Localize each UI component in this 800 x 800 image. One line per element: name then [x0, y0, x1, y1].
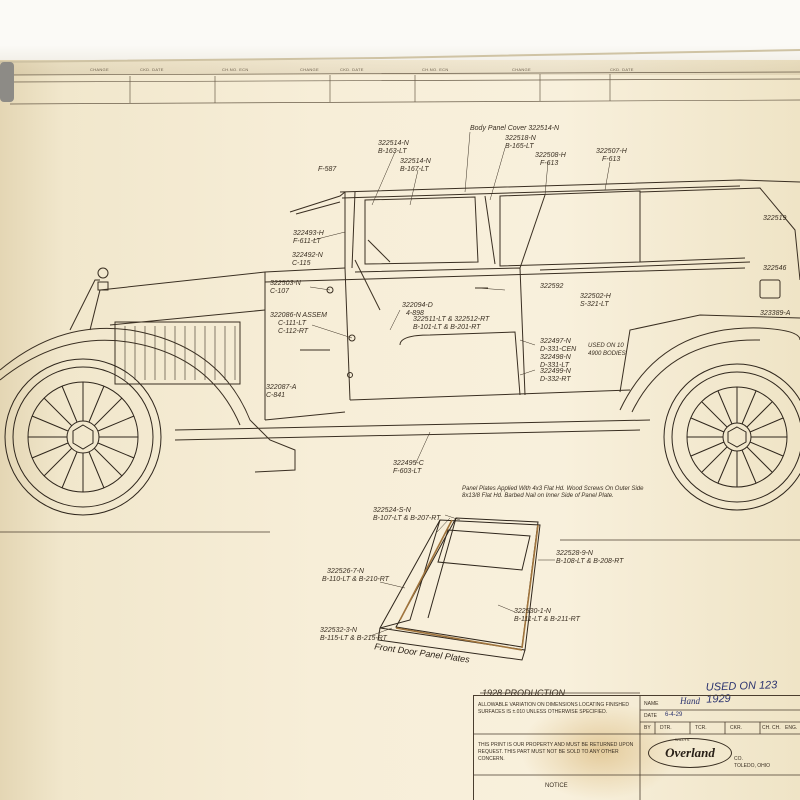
leader-lines — [309, 131, 611, 533]
label-17: 322087-A — [266, 384, 297, 391]
label-12: 322592 — [540, 283, 564, 290]
label-20b: B-108-LT & B-208-RT — [556, 558, 624, 565]
tb-dtr: DTR. — [660, 725, 672, 731]
label-used-on: USED ON 10 4900 BODIES — [588, 343, 626, 357]
header-chno-2: CH.NO. ECN — [422, 67, 449, 72]
label-10b: 4-898 — [406, 310, 424, 317]
tb-notice: NOTICE — [545, 783, 568, 789]
tb-chch: CH. CH. — [762, 725, 781, 731]
label-8: 322503-N — [270, 280, 301, 287]
label-1b: B-163-LT — [378, 148, 407, 155]
label-9b: C-111-LT — [278, 320, 307, 327]
label-body-panel: Body Panel Cover 322514-N — [470, 125, 560, 132]
label-8b: C-107 — [270, 288, 290, 295]
label-r3: 323389-A — [760, 310, 791, 317]
tb-co: CO. — [734, 756, 743, 762]
label-11: 322511-LT & 322512-RT — [413, 316, 490, 323]
label-19b: B-107-LT & B-207-RT — [373, 515, 441, 522]
door-panel-plate — [377, 517, 541, 661]
tb-variation: ALLOWABLE VARIATION ON DIMENSIONS LOCATI… — [478, 702, 629, 715]
tb-ckr: CKR. — [730, 725, 742, 731]
label-1: 322514-N — [378, 140, 409, 147]
header-change-3: CHANGE — [512, 67, 531, 72]
label-3b: B-165-LT — [505, 143, 534, 150]
label-16: 322499-N — [540, 368, 571, 375]
label-23: 322532-3-N — [320, 627, 357, 634]
label-22: 322530-1-N — [514, 608, 551, 615]
front-wheel — [4, 358, 162, 516]
label-22b: B-111-LT & B-211-RT — [514, 616, 580, 623]
label-2: 322514-N — [400, 158, 431, 165]
paper-weight — [0, 62, 14, 102]
label-9c: C-112-RT — [278, 328, 309, 335]
label-7: 322492-N — [292, 252, 323, 259]
label-6b: F-611-LT — [293, 238, 321, 245]
label-2b: B-167-LT — [400, 166, 429, 173]
tb-eng: ENG. — [785, 725, 798, 731]
label-panel-note: Panel Plates Applied With 4x3 Flat Hd. W… — [462, 486, 644, 499]
tb-city: TOLEDO, OHIO — [734, 763, 771, 769]
label-4b: F-613 — [540, 160, 559, 167]
label-6c: F-587 — [318, 166, 337, 173]
header-change-1: CHANGE — [90, 67, 109, 72]
label-13b: S-321-LT — [580, 301, 609, 308]
label-11b: B-101-LT & B-201-RT — [413, 324, 481, 331]
tb-name-label: NAME — [644, 701, 659, 707]
tb-property: THIS PRINT IS OUR PROPERTY AND MUST BE R… — [478, 742, 634, 762]
label-4: 322508-H — [535, 152, 566, 159]
header-change-2: CHANGE — [300, 67, 319, 72]
label-13: 322502-H — [580, 293, 611, 300]
revision-header-lines — [9, 71, 800, 105]
label-19: 322524-S-N — [373, 507, 411, 514]
label-23b: B-115-LT & B-215-RT — [320, 635, 387, 642]
label-r2: 322546 — [763, 265, 787, 272]
label-15: 322498-N — [540, 354, 571, 361]
label-18b: F-603-LT — [393, 468, 422, 475]
label-20: 322528-9-N — [556, 550, 593, 557]
rear-wheel — [663, 363, 800, 511]
title-block-grid — [473, 692, 800, 800]
label-6: 322493-H — [293, 230, 324, 237]
tb-by-label: BY — [644, 725, 651, 731]
header-date-2: CKD. DATE — [340, 67, 364, 72]
label-r1: 322519 — [763, 215, 787, 222]
car-body — [0, 179, 800, 473]
tb-tcr: TCR. — [695, 725, 707, 731]
panel-leaders — [369, 514, 555, 637]
background-wall — [0, 0, 800, 60]
label-14: 322497-N — [540, 338, 571, 345]
tb-name-value: Hand — [680, 696, 700, 706]
label-21: 322526-7-N — [327, 568, 364, 575]
label-5b: F-613 — [602, 156, 621, 163]
label-7b: C-115 — [292, 260, 311, 267]
label-15b: D-331-LT — [540, 362, 570, 369]
header-chno-1: CH.NO. ECN — [222, 67, 249, 72]
label-17b: C-841 — [266, 392, 286, 399]
overland-logo: Overland — [648, 738, 732, 768]
door-panel-hatching — [395, 519, 539, 651]
label-14b: D-331-CEN — [540, 346, 577, 353]
title-block — [473, 695, 800, 800]
label-10: 322094-D — [402, 302, 433, 309]
header-date-3: CKD. DATE — [610, 67, 634, 72]
label-9: 322086-N ASSEM — [270, 312, 327, 319]
label-18: 322495-C — [393, 460, 424, 467]
tb-date-value: 6-4-29 — [665, 712, 683, 718]
tb-date-label: DATE — [644, 713, 657, 719]
label-16b: D-332-RT — [540, 376, 571, 383]
label-21b: B-110-LT & B-210-RT — [322, 576, 389, 583]
production-note: 1928 PRODUCTION — [482, 688, 566, 698]
label-3: 322518-N — [505, 135, 536, 142]
label-5: 322507-H — [596, 148, 627, 155]
header-date-1: CKD. DATE — [140, 67, 164, 72]
